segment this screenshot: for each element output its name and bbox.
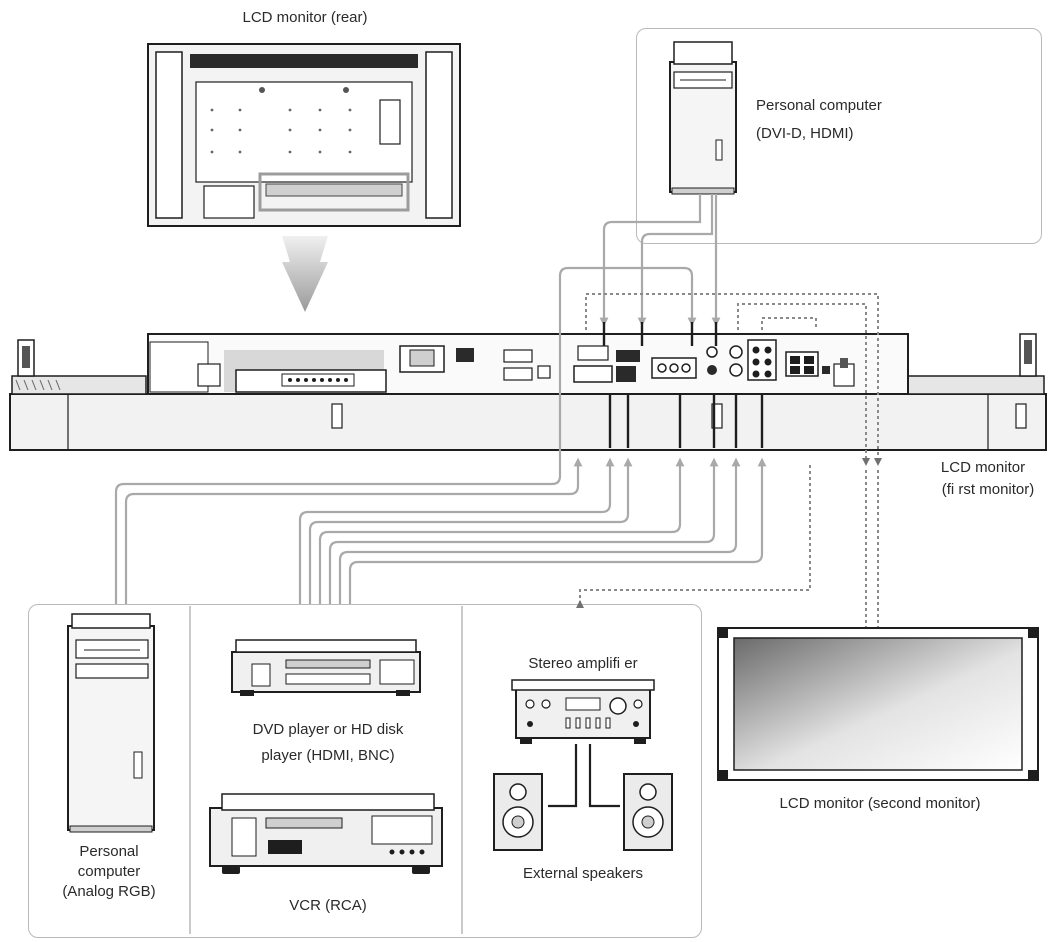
source-devices-box — [28, 604, 702, 938]
label-pc-left-line3: (Analog RGB) — [62, 883, 156, 900]
dvd-player — [231, 639, 421, 696]
label-lcd-rear: LCD monitor (rear) — [242, 9, 368, 26]
vcr — [209, 793, 443, 874]
label-second-monitor: LCD monitor (second monitor) — [779, 795, 981, 812]
pc-top-box — [636, 28, 1042, 244]
lcd-rear-monitor — [147, 43, 461, 227]
dashed-cables — [576, 293, 882, 630]
label-first-monitor-line2: (fi rst monitor) — [941, 481, 1035, 498]
label-pc-top-line2: (DVI-D, HDMI) — [756, 125, 854, 142]
pc-tower-left — [67, 613, 155, 833]
pc-top-cables — [599, 194, 721, 327]
speaker-cables — [548, 744, 620, 808]
label-vcr: VCR (RCA) — [289, 897, 367, 914]
label-pc-left-line2: computer — [77, 863, 141, 880]
label-pc-left-line1: Personal — [79, 843, 139, 860]
stereo-amplifier — [511, 679, 655, 744]
label-external-speakers: External speakers — [522, 865, 644, 882]
speaker-left — [493, 773, 543, 851]
analog-pc-cables — [114, 266, 697, 604]
label-dvd-line2: player (HDMI, BNC) — [261, 747, 395, 764]
av-cables — [298, 457, 767, 604]
lcd-first-monitor — [9, 333, 1047, 451]
label-dvd-line1: DVD player or HD disk — [252, 721, 404, 738]
label-first-monitor-line1: LCD monitor — [940, 459, 1026, 476]
lcd-second-monitor — [717, 627, 1039, 781]
label-pc-top-line1: Personal computer — [756, 97, 882, 114]
label-stereo-amplifier: Stereo amplifi er — [528, 655, 638, 672]
panel-stubs — [602, 322, 764, 448]
zoom-arrow — [282, 236, 328, 312]
speaker-right — [623, 773, 673, 851]
pc-tower-top — [669, 41, 737, 195]
